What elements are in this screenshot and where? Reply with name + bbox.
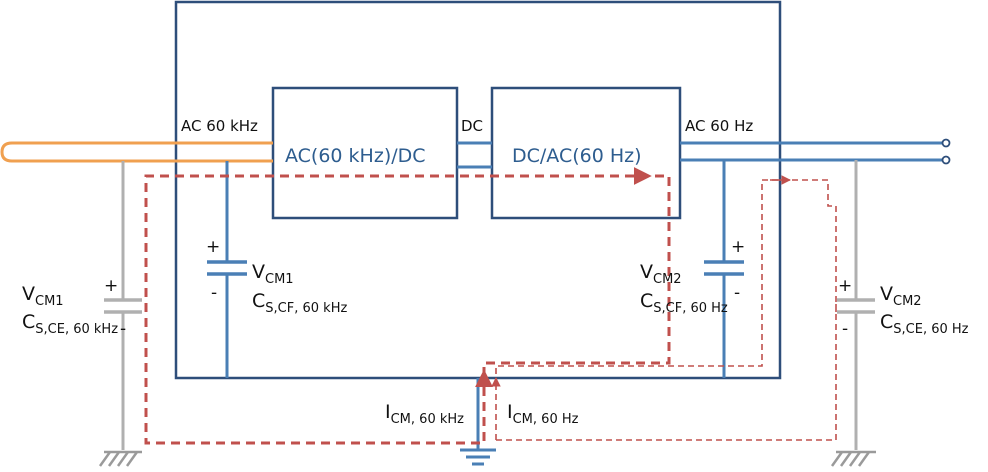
output-terminal-top [941,138,951,148]
left-ext-minus: - [120,319,126,339]
left-ext-voltage-label: VCM1 [22,283,64,309]
right-ext-voltage-label: VCM2 [880,283,922,309]
inverter-label: DC/AC(60 Hz) [512,145,642,167]
cm-current-60khz-path [144,167,652,445]
right-ext-minus: - [842,319,848,339]
left-int-plus: + [206,237,220,257]
cm-current-60hz-label: ICM, 60 Hz [507,401,579,427]
rectifier-label: AC(60 kHz)/DC [285,145,426,167]
left-ext-capacitance-label: CS,CE, 60 kHz [22,311,118,337]
dc-label: DC [461,117,483,135]
ac-input-label: AC 60 kHz [181,117,258,135]
right-int-minus: - [734,283,740,303]
cm-current-60khz-return [482,174,671,372]
left-ext-plus: + [104,276,118,296]
left-int-voltage-label: VCM1 [252,261,294,287]
earth-ground-icon [460,448,496,466]
right-ext-plus: + [838,276,852,296]
inverter-block [490,86,682,220]
right-chassis-ground-icon [830,450,876,467]
left-int-capacitance-label: CS,CF, 60 kHz [252,290,347,316]
ac-output-label: AC 60 Hz [685,117,753,135]
ac-input-loop [0,141,273,163]
right-int-voltage-label: VCM2 [640,261,682,287]
left-int-minus: - [211,283,217,303]
right-ext-capacitance-label: CS,CE, 60 Hz [880,311,969,337]
right-int-plus: + [731,237,745,257]
output-terminal-bottom [941,155,951,165]
right-int-capacitance-label: CS,CF, 60 Hz [640,290,728,316]
cm-current-60khz-label: ICM, 60 kHz [385,401,464,427]
rectifier-block [271,86,459,220]
left-chassis-ground-icon [98,450,142,467]
converter-enclosure [174,0,782,380]
cm-current-60hz-path [495,179,837,441]
